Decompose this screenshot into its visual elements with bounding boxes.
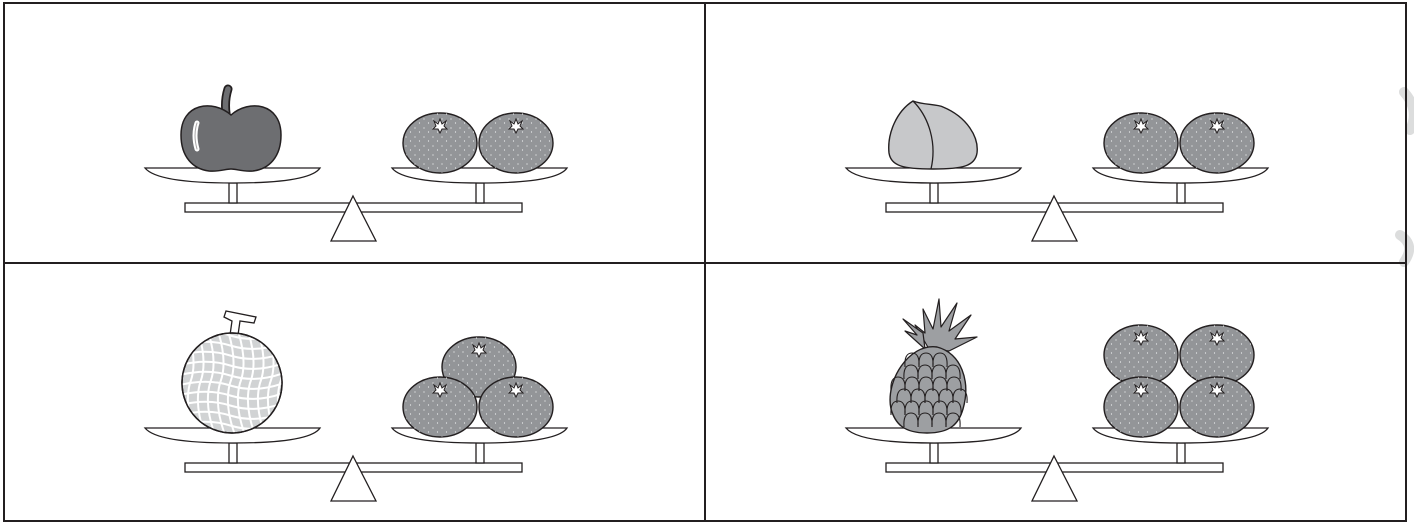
scale-pan-left bbox=[145, 168, 320, 183]
scale-post-right bbox=[476, 183, 484, 203]
right-pan-load bbox=[403, 337, 553, 437]
mandarin-icon bbox=[1180, 325, 1254, 385]
mandarin-icon bbox=[479, 377, 553, 437]
scale-post-left bbox=[229, 443, 237, 463]
melon-icon bbox=[178, 311, 285, 439]
scale-post-left bbox=[930, 443, 938, 463]
scale-post-right bbox=[1177, 183, 1185, 203]
mandarin-icon bbox=[1104, 325, 1178, 385]
right-pan-load bbox=[1104, 325, 1254, 437]
balance-panel-pineapple bbox=[846, 299, 1268, 501]
mandarin-icon bbox=[403, 377, 477, 437]
balance-panel-apple bbox=[145, 89, 567, 241]
scale-post-right bbox=[476, 443, 484, 463]
pineapple-icon bbox=[890, 299, 977, 433]
peach-icon bbox=[889, 101, 977, 169]
left-pan-load bbox=[181, 89, 281, 171]
balance-panel-melon bbox=[145, 311, 567, 501]
balance-panel-peach bbox=[846, 101, 1268, 241]
scale-pan-left bbox=[846, 168, 1021, 183]
scale-post-right bbox=[1177, 443, 1185, 463]
mandarin-icon bbox=[479, 113, 553, 173]
left-pan-load bbox=[178, 311, 285, 439]
right-pan-load bbox=[1104, 113, 1254, 173]
scale-pan-right bbox=[392, 168, 567, 183]
left-pan-load bbox=[889, 101, 977, 169]
mandarin-icon bbox=[1104, 377, 1178, 437]
mandarin-icon bbox=[403, 113, 477, 173]
scale-pan-right bbox=[1093, 168, 1268, 183]
mandarin-icon bbox=[1180, 377, 1254, 437]
left-pan-load bbox=[890, 299, 977, 433]
scale-post-left bbox=[229, 183, 237, 203]
scale-post-left bbox=[930, 183, 938, 203]
mandarin-icon bbox=[1180, 113, 1254, 173]
apple-icon bbox=[181, 89, 281, 171]
right-pan-load bbox=[403, 113, 553, 173]
mandarin-icon bbox=[1104, 113, 1178, 173]
